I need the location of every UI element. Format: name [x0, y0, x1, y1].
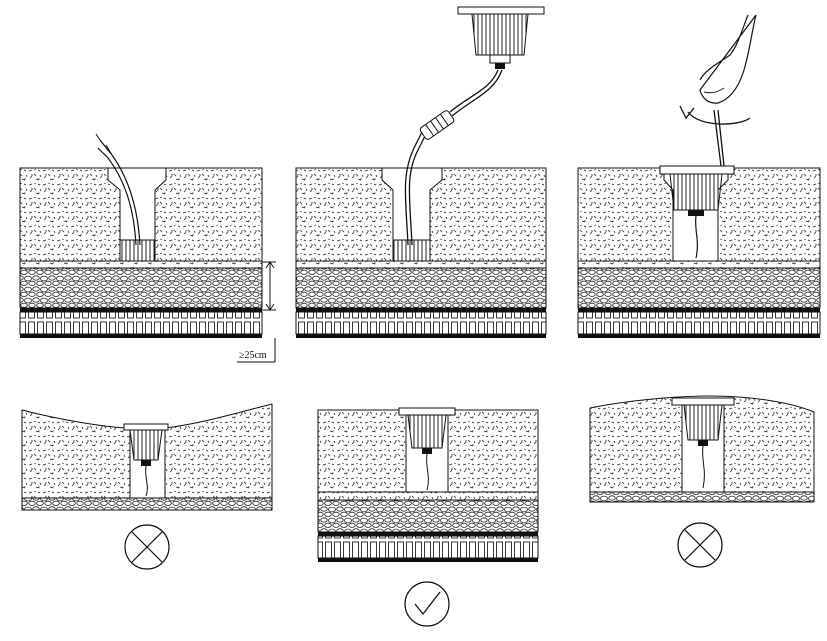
drainage-layer: [19, 311, 263, 335]
cross-circle-icon: [124, 524, 170, 570]
gravel-layer: [19, 267, 263, 309]
step-2-connect-fixture: [295, 6, 547, 338]
sleeve-base: [119, 239, 156, 262]
cross-circle-icon: [677, 522, 723, 568]
step-1-sleeve-with-cable: [19, 133, 276, 363]
example-raised-incorrect: [589, 395, 815, 568]
depth-label: ≥25cm: [239, 350, 267, 361]
check-circle-icon: [404, 581, 450, 627]
example-recessed-incorrect: [21, 403, 273, 570]
rotate-arrow-icon: [687, 111, 751, 125]
hand-illustration: [699, 14, 757, 104]
step-3-insert-and-rotate: [577, 14, 821, 338]
waterproof-connector: [419, 110, 455, 140]
example-flush-correct: [317, 407, 539, 627]
inground-light-fixture: [457, 6, 545, 69]
depth-dimension: [237, 261, 276, 363]
